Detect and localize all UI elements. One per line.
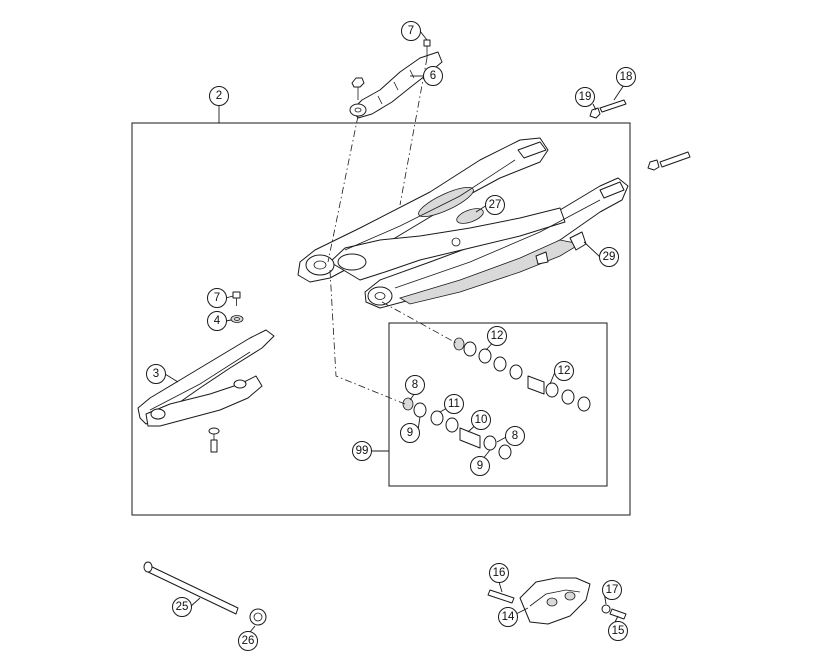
callout-label: 25 (176, 601, 189, 613)
ref-line-2 (399, 57, 428, 206)
bearing-kit-parts (402, 337, 591, 460)
callout-8a: 8 (405, 375, 425, 395)
callout-label: 14 (502, 611, 515, 623)
callout-label: 27 (489, 199, 502, 211)
callout-label: 29 (603, 251, 616, 263)
callout-18: 18 (616, 67, 636, 87)
callout-label: 19 (579, 91, 592, 103)
callout-16: 16 (489, 563, 509, 583)
callout-label: 16 (493, 567, 506, 579)
chain-slider (137, 291, 275, 453)
callout-15: 15 (608, 621, 628, 641)
callout-14: 14 (498, 607, 518, 627)
callout-27: 27 (485, 195, 505, 215)
callout-11: 11 (444, 394, 464, 414)
callout-9a: 9 (400, 423, 420, 443)
callout-8b: 8 (505, 426, 525, 446)
callout-label: 8 (512, 430, 518, 442)
callout-label: 4 (214, 315, 221, 327)
callout-label: 7 (214, 292, 220, 304)
bearing-kit-frame (388, 322, 608, 487)
callout-label: 17 (606, 584, 619, 596)
axle-spacer (249, 608, 267, 626)
callout-6: 6 (423, 66, 443, 86)
callout-99: 99 (352, 441, 372, 461)
callout-17: 17 (602, 580, 622, 600)
callout-label: 3 (153, 368, 159, 380)
swingarm-assembly-frame (131, 122, 631, 516)
callout-29: 29 (599, 247, 619, 267)
callout-12a: 12 (487, 326, 507, 346)
leader-lines (164, 30, 627, 633)
swingarm (297, 137, 629, 309)
callout-label: 12 (558, 365, 571, 377)
shock-bolt-set (589, 99, 691, 171)
callout-label: 9 (407, 427, 413, 439)
washer (230, 315, 244, 323)
callout-26: 26 (238, 631, 258, 651)
callout-4: 4 (207, 311, 227, 331)
callout-label: 12 (491, 330, 504, 342)
callout-label: 10 (475, 414, 488, 426)
callout-7a: 7 (401, 21, 421, 41)
callout-label: 11 (448, 398, 460, 410)
callout-25: 25 (172, 597, 192, 617)
callout-label: 2 (216, 90, 222, 102)
callout-10: 10 (471, 410, 491, 430)
callout-3: 3 (146, 364, 166, 384)
callout-label: 8 (412, 379, 418, 391)
ref-line-1 (327, 115, 359, 263)
callout-label: 7 (408, 25, 414, 37)
callout-12b: 12 (554, 361, 574, 381)
callout-9b: 9 (470, 456, 490, 476)
chain-guide (487, 577, 627, 625)
swingarm-axle (143, 561, 267, 626)
callout-label: 18 (620, 71, 633, 83)
callout-label: 15 (612, 625, 625, 637)
chain-guide-bracket (349, 39, 443, 119)
callout-2: 2 (209, 86, 229, 106)
callout-label: 6 (430, 70, 436, 82)
callout-label: 26 (242, 635, 255, 647)
callout-label: 9 (477, 460, 483, 472)
callout-label: 99 (356, 445, 369, 457)
callout-7b: 7 (207, 288, 227, 308)
callout-19: 19 (575, 87, 595, 107)
ref-line-3 (329, 269, 406, 405)
